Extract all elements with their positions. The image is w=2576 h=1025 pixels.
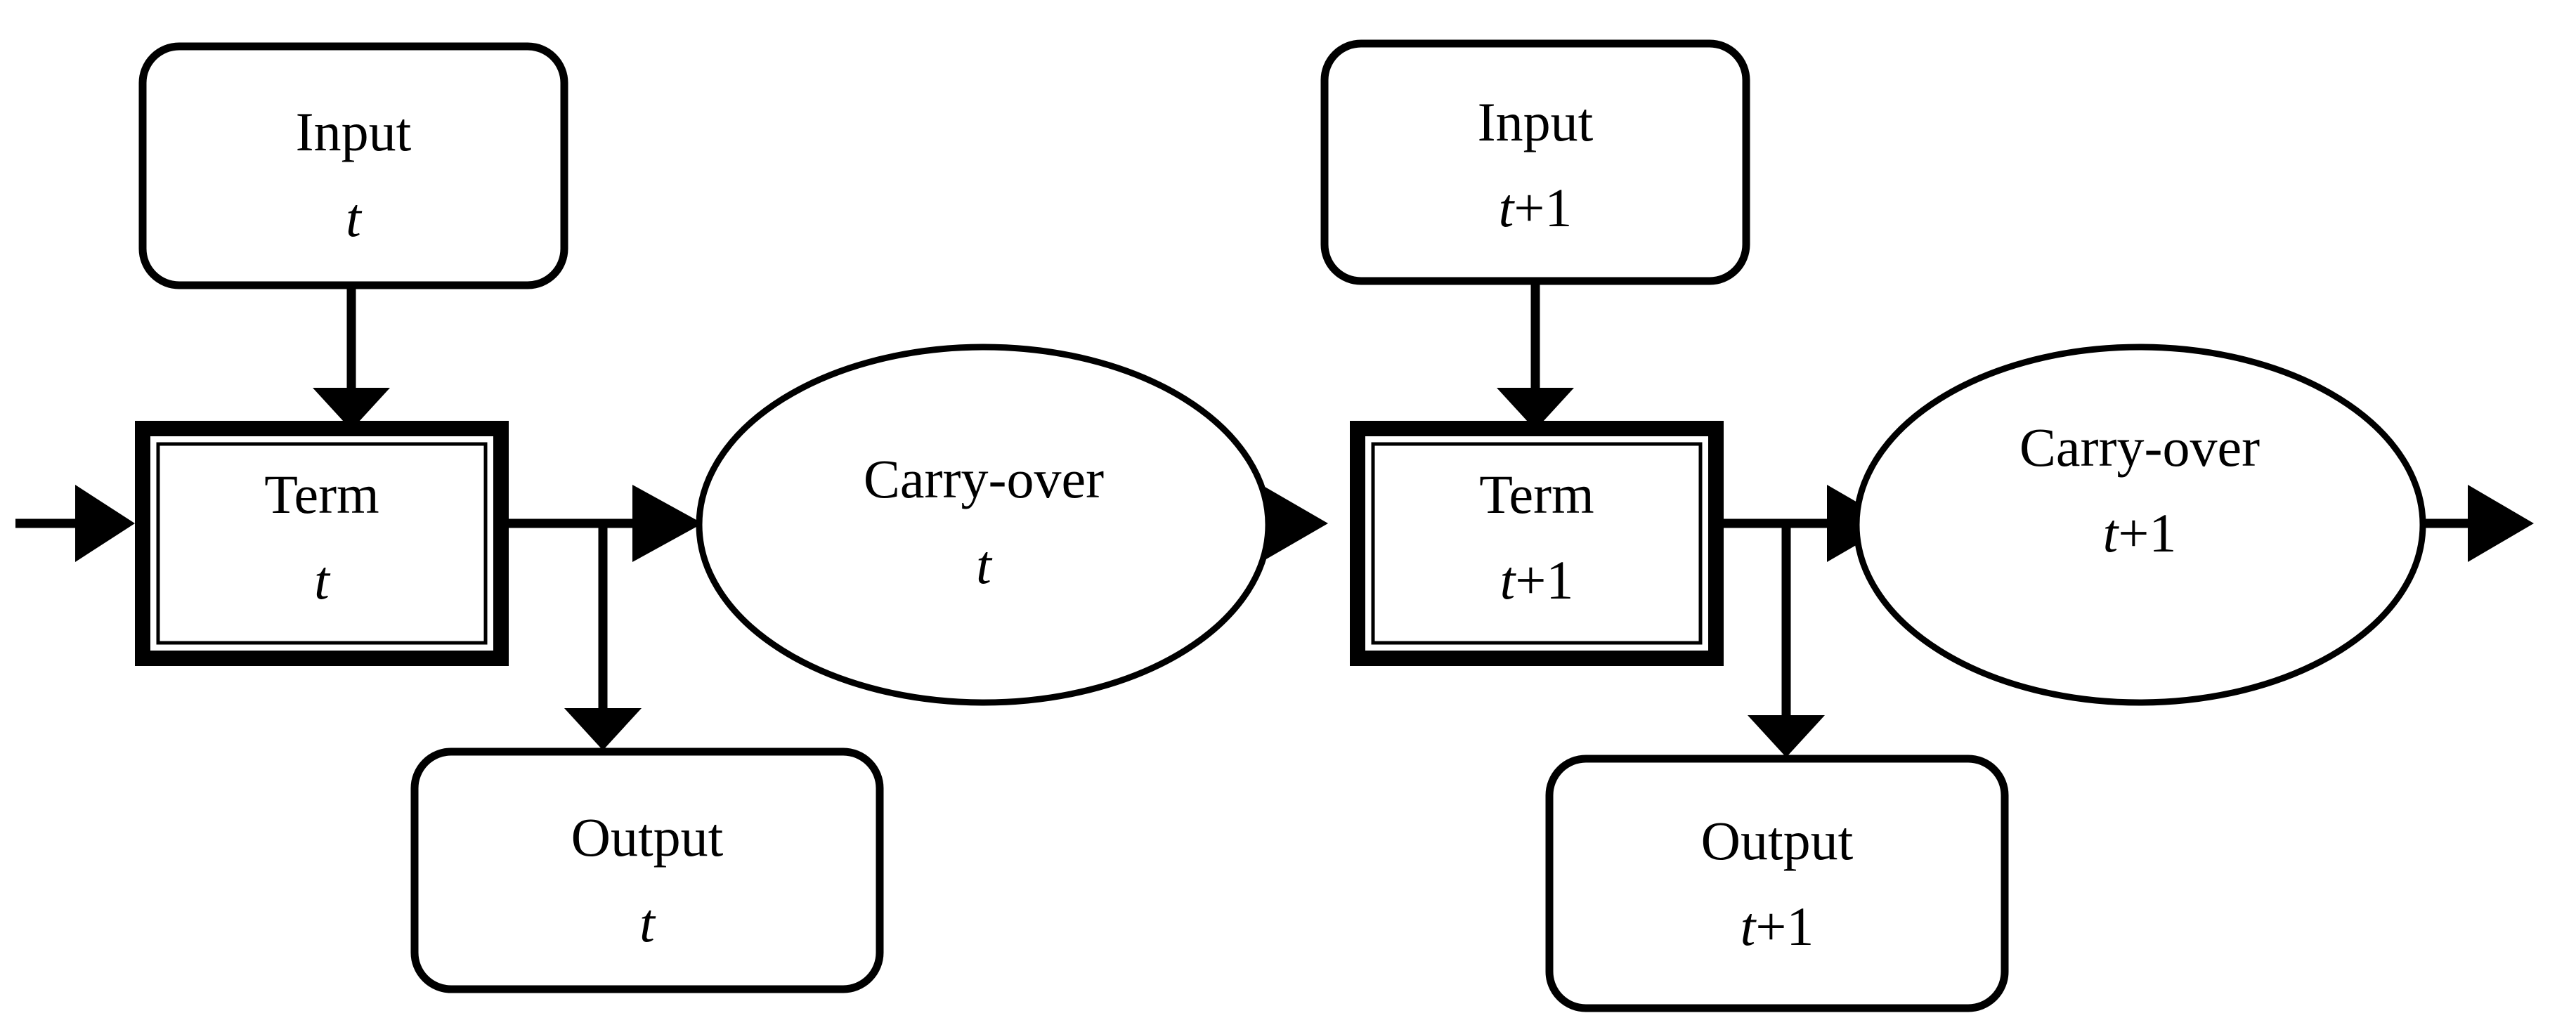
node-term-t1-time: t+1 — [1500, 549, 1574, 611]
node-output-t1[interactable]: Output t+1 — [1545, 755, 2009, 1012]
node-carryover-t-shape[interactable] — [696, 344, 1272, 706]
node-term-t-outer-border[interactable] — [135, 421, 509, 666]
node-input-t1-time-var: t — [1499, 177, 1516, 238]
node-output-t1-time: t+1 — [1741, 896, 1814, 957]
node-input-t-time-var: t — [346, 187, 363, 248]
node-output-t-shape[interactable] — [410, 747, 884, 993]
node-output-t-time-var: t — [639, 892, 656, 953]
node-output-t[interactable]: Output t — [410, 747, 884, 993]
edge-input-t-to-term-t — [313, 285, 390, 430]
edge-term-t-to-output-t — [564, 523, 642, 750]
node-term-t-label: Term — [264, 464, 379, 525]
node-input-t-time: t — [346, 187, 363, 248]
node-term-t-inner-border — [156, 442, 488, 645]
node-term-t1-label: Term — [1479, 464, 1594, 525]
node-output-t-time: t — [639, 892, 656, 953]
node-carryover-t1-time: t+1 — [2103, 502, 2177, 563]
arrow-head-term-t-down — [564, 708, 642, 750]
node-output-t1-time-suffix: +1 — [1755, 896, 1814, 957]
node-term-t1-time-var: t — [1500, 549, 1517, 611]
edge-external-to-term-t — [15, 485, 135, 562]
node-term-t1[interactable]: Term t+1 — [1350, 421, 1724, 666]
arrow-head-input-t1 — [1497, 388, 1574, 430]
node-output-t1-shape[interactable] — [1545, 755, 2009, 1012]
node-carryover-t1[interactable]: Carry-over t+1 — [1853, 344, 2426, 706]
arrow-head-term-t1-down — [1748, 715, 1825, 757]
node-input-t1-shape[interactable] — [1320, 39, 1750, 285]
node-term-t1-outer-border[interactable] — [1350, 421, 1724, 666]
node-term-t1-time-suffix: +1 — [1515, 549, 1573, 611]
node-output-t1-label: Output — [1701, 810, 1854, 871]
node-input-t1-label: Input — [1478, 91, 1594, 152]
arrow-head-external-left — [75, 485, 135, 562]
node-input-t[interactable]: Input t — [138, 42, 568, 289]
node-carryover-t1-time-suffix: +1 — [2118, 502, 2176, 563]
node-input-t-label: Input — [296, 101, 412, 162]
edge-term-t-to-carryover-t — [501, 485, 703, 562]
node-carryover-t-label: Carry-over — [864, 448, 1104, 509]
edge-carryover-t1-to-external — [2421, 485, 2534, 562]
arrow-head-external-right — [2468, 485, 2534, 562]
node-carryover-t1-time-var: t — [2103, 502, 2120, 563]
node-carryover-t-time-var: t — [976, 534, 993, 595]
node-carryover-t[interactable]: Carry-over t — [696, 344, 1272, 706]
node-term-t-time-var: t — [314, 549, 331, 611]
node-term-t1-inner-border — [1371, 442, 1703, 645]
node-term-t[interactable]: Term t — [135, 421, 509, 666]
node-input-t1-time: t+1 — [1499, 177, 1573, 238]
arrow-head-term-t-right — [632, 485, 703, 562]
node-input-t-shape[interactable] — [138, 42, 568, 289]
node-carryover-t1-label: Carry-over — [2019, 417, 2260, 478]
edge-carryover-t-to-term-t1 — [1261, 485, 1328, 562]
node-output-t-label: Output — [571, 807, 724, 868]
edge-input-t1-to-term-t1 — [1497, 280, 1574, 430]
arrow-head-carryover-t-right — [1261, 485, 1328, 562]
node-carryover-t1-shape[interactable] — [1853, 344, 2426, 706]
node-input-t1-time-suffix: +1 — [1514, 177, 1572, 238]
node-input-t1[interactable]: Input t+1 — [1320, 39, 1750, 285]
node-output-t1-time-var: t — [1741, 896, 1757, 957]
node-carryover-t-time: t — [976, 534, 993, 595]
node-term-t-time: t — [314, 549, 331, 611]
edge-term-t1-to-output-t1 — [1748, 523, 1825, 757]
arrow-head-input-t — [313, 388, 390, 430]
